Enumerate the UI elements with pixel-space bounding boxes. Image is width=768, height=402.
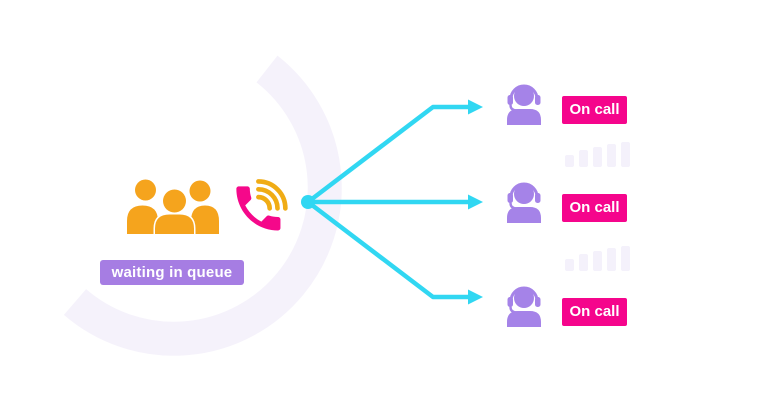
signal-bar bbox=[565, 259, 574, 271]
arrow-middle-head bbox=[468, 194, 483, 210]
signal-bar bbox=[579, 150, 588, 167]
signal-bar bbox=[579, 254, 588, 271]
signal-bar bbox=[565, 155, 574, 167]
signal-bar bbox=[607, 144, 616, 167]
agent-headset-icon-2 bbox=[505, 182, 543, 225]
phone-icon bbox=[236, 179, 288, 231]
arrow-top-line bbox=[305, 104, 472, 205]
agent-headset-icon-3 bbox=[505, 286, 543, 329]
arrow-bottom-line bbox=[305, 199, 472, 300]
signal-waves-icon bbox=[256, 179, 288, 211]
arrow-top-head bbox=[468, 99, 483, 115]
signal-bar bbox=[593, 251, 602, 271]
signal-bar bbox=[621, 246, 630, 271]
background-arc bbox=[63, 55, 342, 356]
routing-arrows bbox=[301, 99, 483, 305]
queue-label: waiting in queue bbox=[100, 260, 244, 285]
agent-headset-icon-1 bbox=[505, 84, 543, 127]
status-badge-agent-1: On call bbox=[562, 96, 627, 124]
routing-dot bbox=[301, 195, 315, 209]
signal-bar bbox=[593, 147, 602, 167]
status-badge-agent-2: On call bbox=[562, 194, 627, 222]
signal-bar bbox=[607, 248, 616, 271]
people-group-icon bbox=[127, 179, 219, 236]
status-badge-agent-3: On call bbox=[562, 298, 627, 326]
signal-bars-2 bbox=[565, 246, 631, 271]
signal-bar bbox=[621, 142, 630, 167]
signal-bars-1 bbox=[565, 142, 631, 167]
arrow-bottom-head bbox=[468, 289, 483, 305]
